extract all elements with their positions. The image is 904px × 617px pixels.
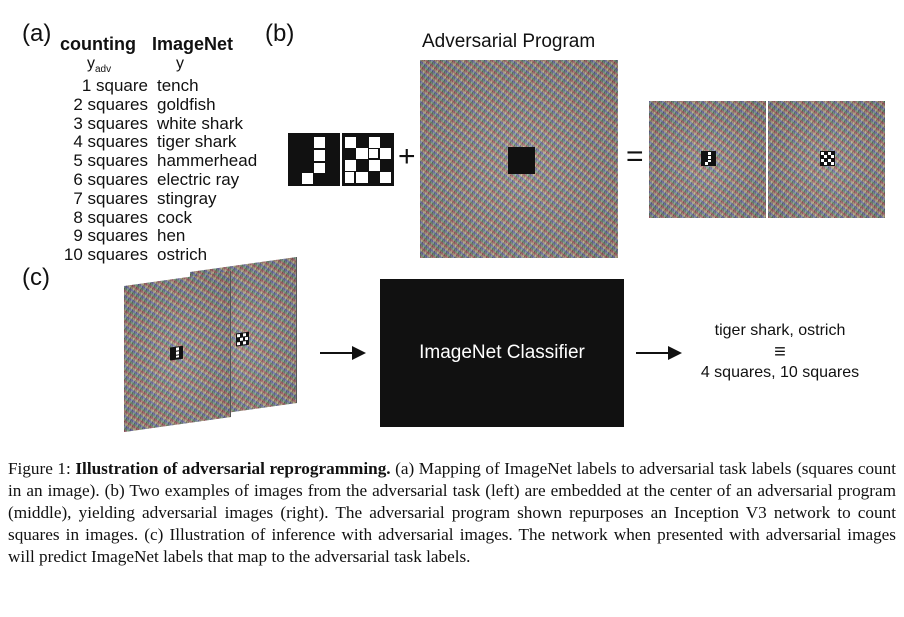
square — [302, 173, 313, 184]
count-label: 4 squares — [73, 132, 148, 152]
plus-sign: + — [398, 140, 416, 173]
square — [345, 172, 354, 183]
square — [380, 172, 391, 183]
caption-text: (a) Mapping of ImageNet labels to advers… — [8, 459, 896, 566]
output-task-labels: 4 squares, 10 squares — [700, 364, 860, 381]
square — [831, 155, 834, 158]
square — [821, 152, 824, 155]
count-label: 6 squares — [73, 170, 148, 189]
imagenet-header: ImageNet — [152, 34, 234, 54]
counting-header: counting — [60, 34, 136, 54]
yadv-subscript: adv — [95, 64, 112, 76]
square — [243, 333, 246, 337]
square — [369, 160, 380, 171]
square — [369, 149, 378, 158]
square — [345, 160, 356, 171]
count-label: 8 squares — [73, 207, 148, 227]
yadv-symbol: yadv — [87, 55, 111, 75]
panel-a-label: (a) — [22, 20, 52, 47]
adversarial-image-2 — [768, 101, 885, 218]
square — [708, 156, 711, 159]
imagenet-label: cock — [157, 207, 192, 227]
count-label: 9 squares — [73, 226, 148, 246]
imagenet-label: tiger shark — [157, 132, 237, 152]
imagenet-label: white shark — [157, 113, 243, 133]
square — [380, 148, 391, 159]
arrow-to-classifier-head — [352, 346, 366, 360]
panel-c-label: (c) — [22, 264, 50, 291]
square — [176, 347, 179, 351]
embedded-task-image — [820, 151, 835, 166]
adversarial-program-title: Adversarial Program — [422, 31, 596, 52]
square — [824, 162, 827, 165]
panel-b-label: (b) — [265, 20, 295, 47]
square — [708, 160, 711, 162]
caption-title: Illustration of adversarial reprogrammin… — [75, 459, 391, 478]
square — [176, 351, 179, 355]
imagenet-label: hammerhead — [157, 151, 258, 171]
embedded-task-image — [170, 345, 183, 361]
count-label: 5 squares — [73, 151, 148, 171]
caption-prefix: Figure 1: — [8, 459, 76, 478]
square — [369, 137, 380, 148]
adversarial-image-1 — [649, 101, 766, 218]
square — [345, 137, 356, 148]
square — [176, 355, 179, 358]
classifier-label: ImageNet Classifier — [419, 342, 585, 363]
square — [356, 148, 368, 159]
square — [237, 341, 240, 346]
task-image-2 — [342, 133, 394, 186]
output-block: tiger shark, ostrich ≡ 4 squares, 10 squ… — [690, 320, 870, 384]
square — [828, 159, 831, 162]
output-imagenet-labels: tiger shark, ostrich — [714, 322, 846, 339]
square — [245, 336, 248, 341]
imagenet-label: electric ray — [157, 170, 240, 189]
embedded-task-image — [701, 151, 716, 166]
imagenet-label: hen — [157, 226, 186, 246]
equals-sign: = — [626, 140, 644, 173]
square — [824, 155, 827, 158]
imagenet-label: goldfish — [157, 94, 216, 114]
count-label: 1 square — [81, 76, 148, 95]
imagenet-label: ostrich — [157, 245, 208, 265]
square — [705, 162, 708, 165]
stacked-adversarial-image-front — [124, 270, 231, 432]
embedded-task-image — [236, 331, 249, 347]
adversarial-program-image — [420, 60, 618, 258]
count-label: 3 squares — [73, 113, 148, 133]
square — [237, 333, 240, 338]
y-symbol: y — [176, 55, 184, 72]
square — [828, 152, 831, 155]
square — [356, 172, 368, 183]
square — [243, 341, 246, 345]
equivalence-symbol: ≡ — [774, 341, 786, 363]
count-label: 10 squares — [63, 245, 148, 265]
arrow-to-classifier — [320, 352, 354, 354]
center-black-square — [508, 147, 535, 174]
task-image-1 — [288, 133, 340, 186]
imagenet-classifier-box: ImageNet Classifier — [380, 279, 624, 427]
count-label: 7 squares — [73, 188, 148, 208]
count-label: 2 squares — [73, 94, 148, 114]
square — [314, 137, 325, 148]
imagenet-label: tench — [157, 76, 199, 95]
square — [831, 162, 834, 165]
square — [708, 152, 711, 155]
square — [314, 150, 325, 161]
square — [240, 337, 243, 341]
imagenet-label: stingray — [157, 188, 217, 208]
arrow-to-output — [636, 352, 670, 354]
square — [821, 159, 824, 162]
square — [314, 163, 325, 173]
figure-caption: Figure 1: Illustration of adversarial re… — [8, 458, 896, 568]
arrow-to-output-head — [668, 346, 682, 360]
yadv-y: y — [87, 55, 95, 72]
